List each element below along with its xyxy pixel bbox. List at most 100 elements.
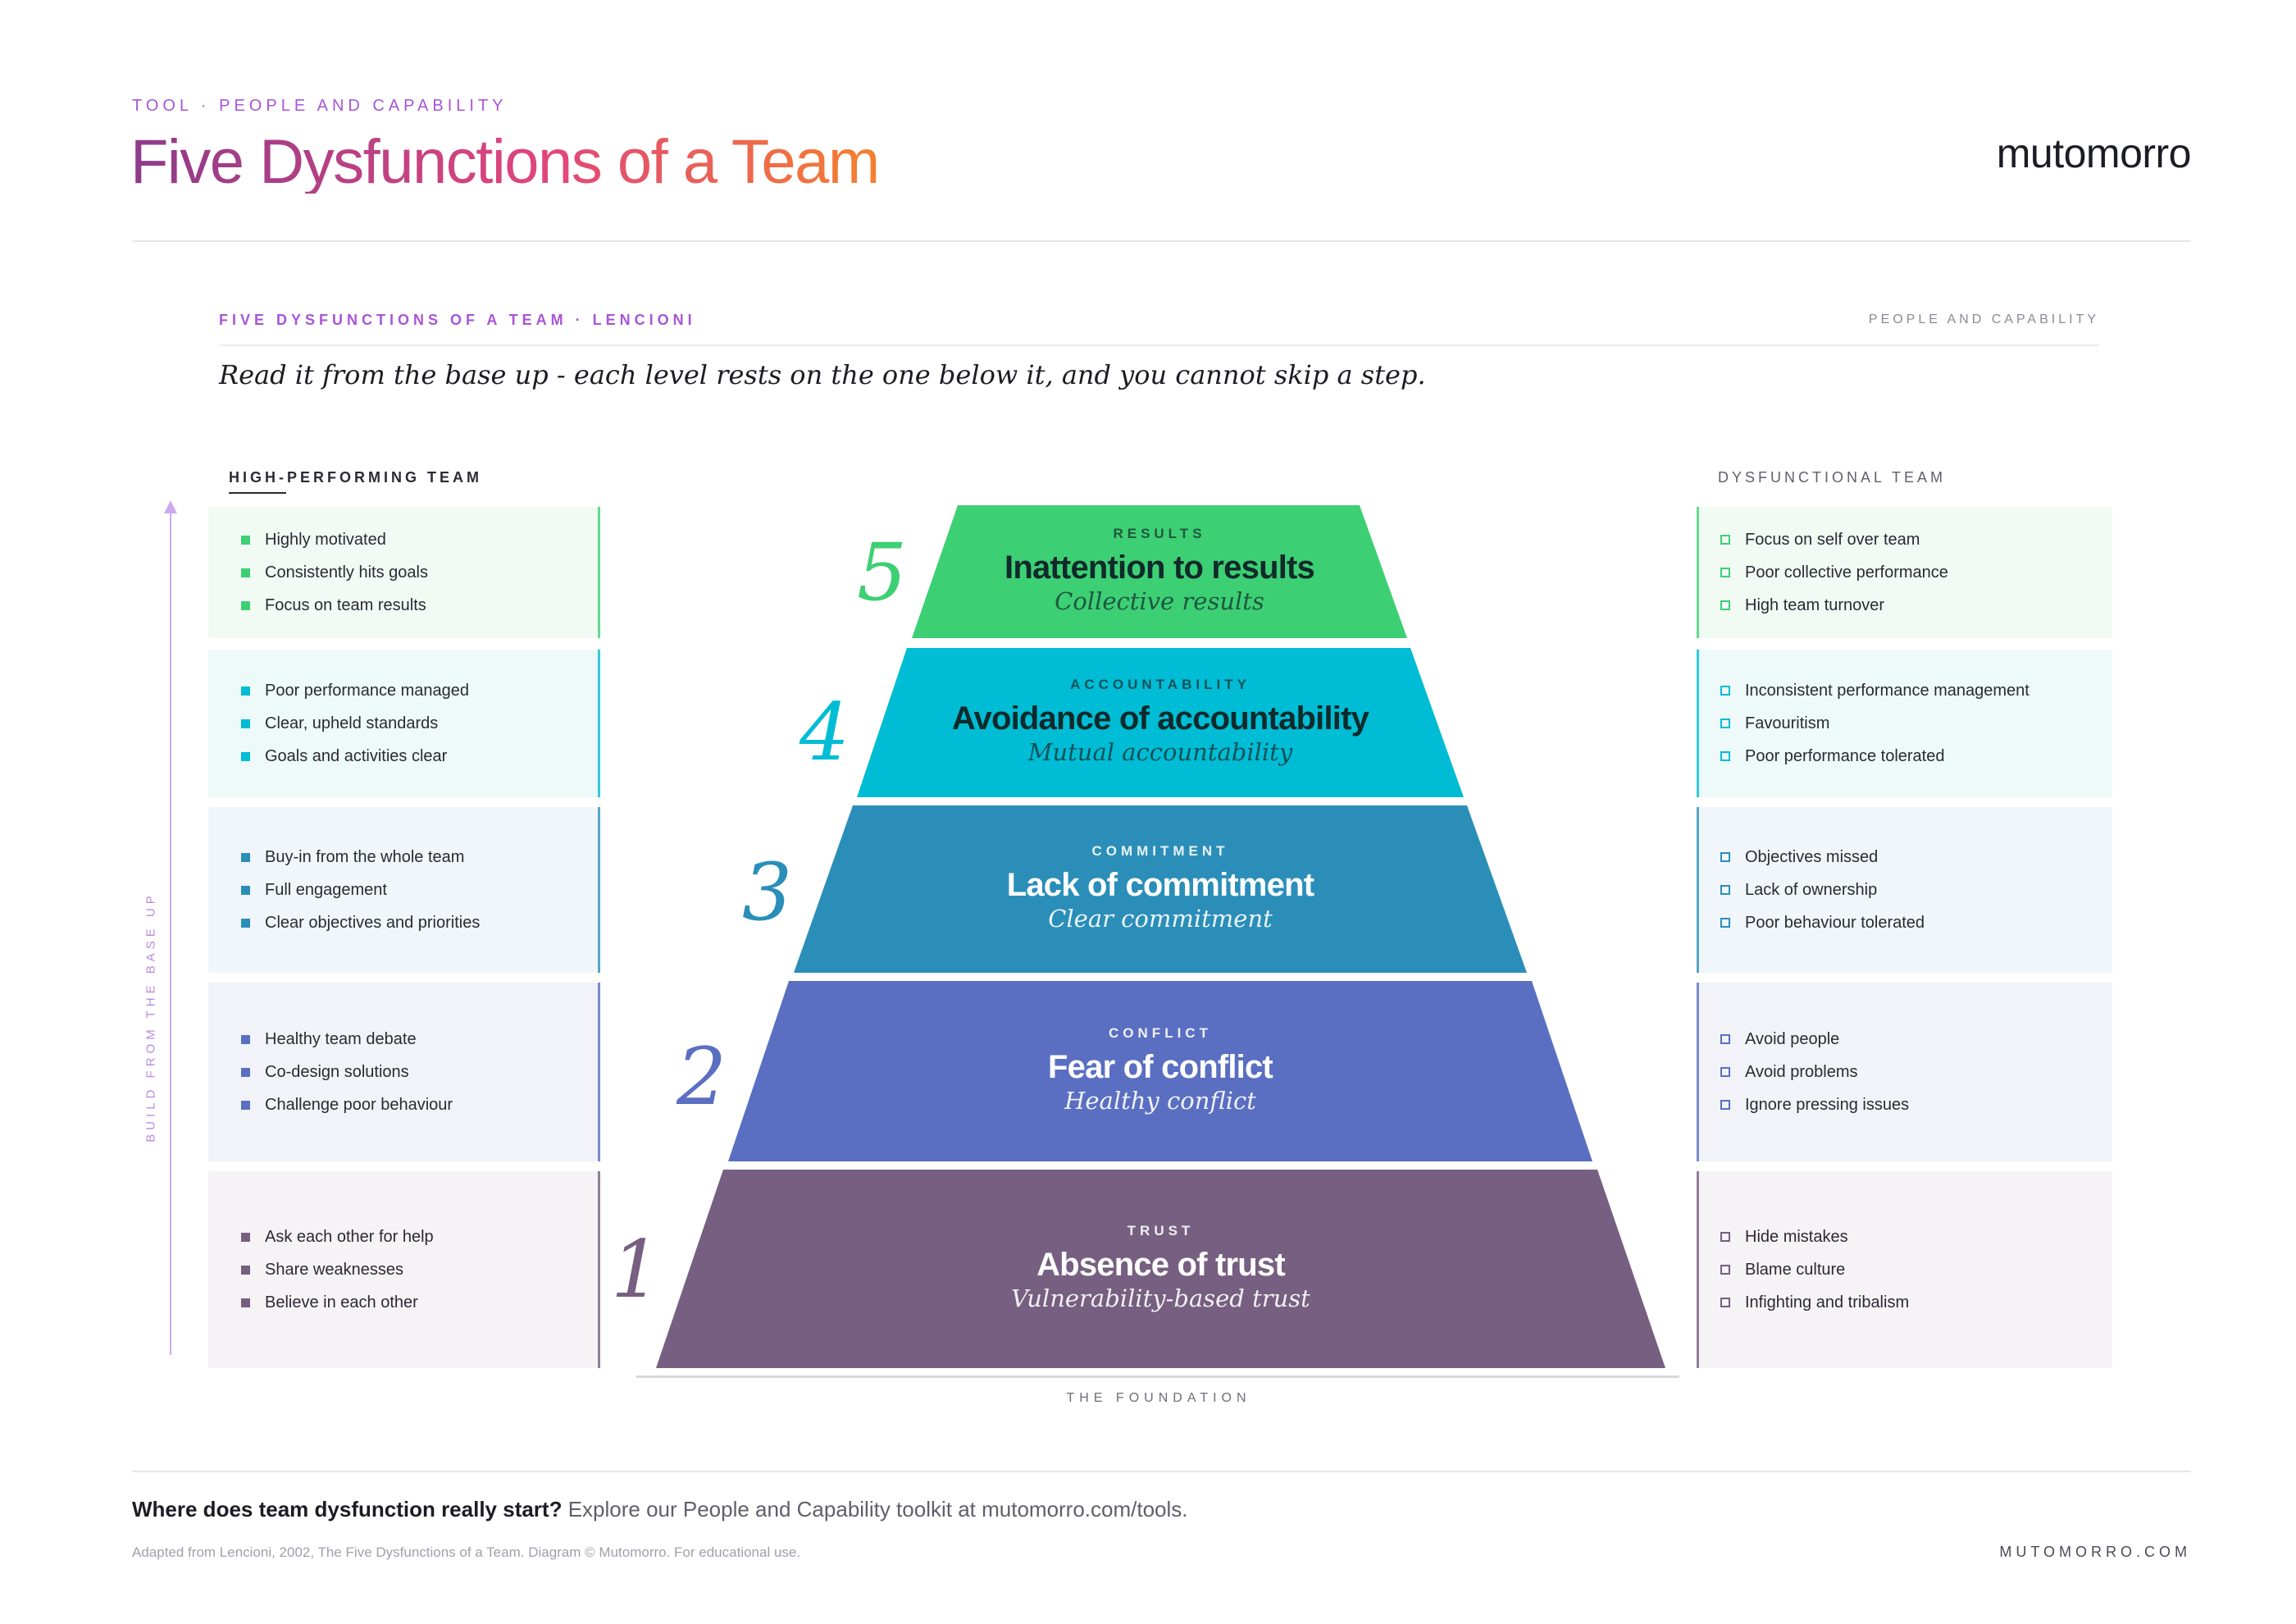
trait-label: Focus on team results bbox=[265, 596, 426, 614]
cta-link-text[interactable]: Explore our People and Capability toolki… bbox=[562, 1497, 1188, 1521]
list-item: Buy-in from the whole team bbox=[241, 841, 590, 874]
tier-tag: TRUST bbox=[1127, 1223, 1195, 1239]
trait-label: Clear objectives and priorities bbox=[265, 914, 481, 932]
trait-label: Avoid problems bbox=[1745, 1063, 1858, 1081]
trait-label: Hide mistakes bbox=[1745, 1228, 1848, 1246]
trait-label: High team turnover bbox=[1745, 596, 1885, 614]
open-square-icon bbox=[1720, 600, 1730, 610]
open-square-icon bbox=[1720, 686, 1730, 696]
subheader-divider bbox=[219, 344, 2099, 346]
open-square-icon bbox=[1720, 568, 1730, 577]
filled-square-icon bbox=[241, 535, 250, 545]
footer-divider bbox=[132, 1471, 2191, 1472]
footer-cta[interactable]: Where does team dysfunction really start… bbox=[132, 1497, 1188, 1522]
tier-goal: Clear commitment bbox=[1048, 905, 1273, 933]
open-square-icon bbox=[1720, 751, 1730, 761]
trait-label: Poor performance tolerated bbox=[1745, 747, 1945, 765]
tier-dysfunction: Fear of conflict bbox=[1048, 1049, 1273, 1086]
open-square-icon bbox=[1720, 1100, 1730, 1110]
level-number: 4 bbox=[800, 687, 850, 778]
trait-label: Challenge poor behaviour bbox=[265, 1096, 453, 1114]
diagram-lede: Read it from the base up - each level re… bbox=[219, 359, 1426, 390]
trait-label: Share weaknesses bbox=[265, 1261, 403, 1279]
list-item: Ask each other for help bbox=[241, 1220, 590, 1253]
tier-shape bbox=[728, 981, 1592, 1161]
build-arrow-head-icon bbox=[164, 500, 177, 513]
filled-square-icon bbox=[241, 1067, 250, 1077]
build-axis-label: BUILD FROM THE BASE UP bbox=[144, 892, 158, 1143]
list-item: Poor collective performance bbox=[1720, 556, 2104, 589]
tier-shape bbox=[857, 648, 1464, 797]
list-item: Co-design solutions bbox=[241, 1056, 590, 1088]
filled-square-icon bbox=[241, 1232, 250, 1242]
trait-label: Objectives missed bbox=[1745, 848, 1879, 866]
list-item: Avoid people bbox=[1720, 1023, 2104, 1056]
list-item: Blame culture bbox=[1720, 1253, 2104, 1286]
level-number: 2 bbox=[676, 1031, 727, 1123]
list-item: Poor behaviour tolerated bbox=[1720, 906, 2104, 939]
list-item: High team turnover bbox=[1720, 589, 2104, 622]
trait-label: Clear, upheld standards bbox=[265, 714, 439, 732]
trait-label: Poor performance managed bbox=[265, 682, 470, 700]
trait-label: Lack of ownership bbox=[1745, 881, 1878, 899]
list-item: Favouritism bbox=[1720, 707, 2104, 740]
trait-label: Blame culture bbox=[1745, 1261, 1846, 1279]
filled-square-icon bbox=[241, 1100, 250, 1110]
open-square-icon bbox=[1720, 918, 1730, 928]
tier-goal: Vulnerability-based trust bbox=[1011, 1284, 1310, 1313]
tool-kicker: TOOL · PEOPLE AND CAPABILITY bbox=[132, 97, 508, 115]
foundation-label: THE FOUNDATION bbox=[1066, 1391, 1251, 1405]
brand-logo[interactable]: mutomorro bbox=[1996, 130, 2192, 176]
tier-dysfunction: Avoidance of accountability bbox=[951, 700, 1369, 737]
filled-square-icon bbox=[241, 686, 250, 696]
list-item: Poor performance tolerated bbox=[1720, 740, 2104, 773]
filled-square-icon bbox=[241, 1265, 250, 1275]
tier-tag: RESULTS bbox=[1113, 526, 1206, 542]
build-arrow-icon bbox=[170, 502, 171, 1355]
tier-shape bbox=[912, 505, 1407, 638]
open-square-icon bbox=[1720, 1232, 1730, 1242]
trait-label: Poor collective performance bbox=[1745, 563, 1948, 582]
trait-label: Infighting and tribalism bbox=[1745, 1293, 1910, 1312]
header-divider bbox=[132, 240, 2191, 242]
list-item: Objectives missed bbox=[1720, 841, 2104, 874]
footer-credit: Adapted from Lencioni, 2002, The Five Dy… bbox=[132, 1544, 801, 1560]
filled-square-icon bbox=[241, 568, 250, 577]
open-square-icon bbox=[1720, 1298, 1730, 1307]
tier-goal: Healthy conflict bbox=[1064, 1087, 1256, 1115]
trait-label: Believe in each other bbox=[265, 1293, 418, 1312]
heading-underline bbox=[229, 492, 286, 494]
dysfunctional-heading: DYSFUNCTIONAL TEAM bbox=[1718, 469, 1947, 486]
trait-label: Healthy team debate bbox=[265, 1030, 417, 1048]
list-item: Clear objectives and priorities bbox=[241, 906, 590, 939]
trait-label: Ignore pressing issues bbox=[1745, 1096, 1910, 1114]
high-performing-heading: HIGH-PERFORMING TEAM bbox=[229, 469, 482, 486]
tier-tag: COMMITMENT bbox=[1091, 843, 1229, 860]
list-item: Share weaknesses bbox=[241, 1253, 590, 1286]
open-square-icon bbox=[1720, 852, 1730, 862]
tier-dysfunction: Inattention to results bbox=[1004, 550, 1315, 586]
footer-brand-link[interactable]: MUTOMORRO.COM bbox=[1999, 1544, 2191, 1560]
open-square-icon bbox=[1720, 1265, 1730, 1275]
level-number: 5 bbox=[857, 527, 908, 618]
